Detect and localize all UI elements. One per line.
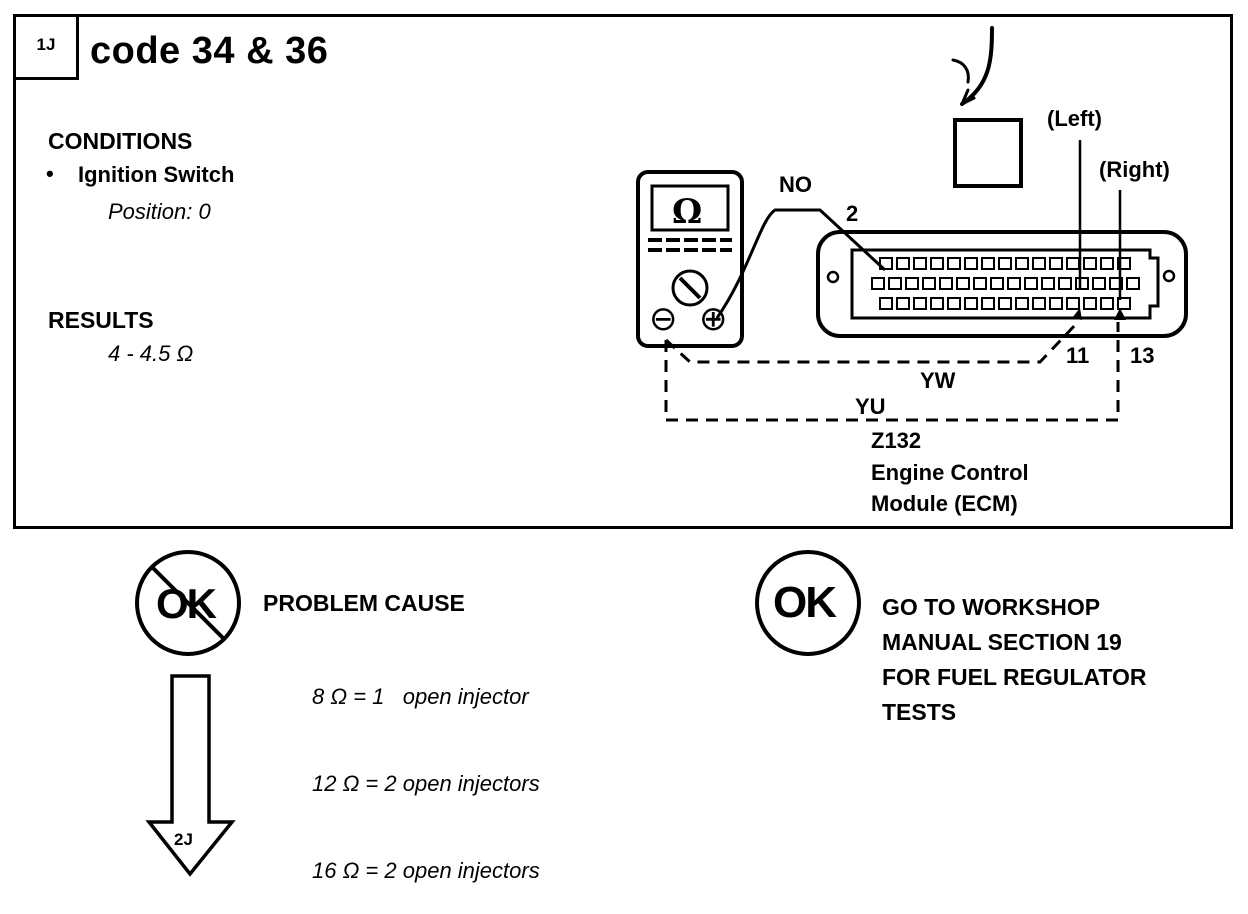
connector-pin [998, 297, 1012, 310]
not-ok-symbol-text: OK [156, 580, 217, 627]
wire-no-label: NO [779, 172, 812, 197]
multimeter [636, 170, 744, 348]
connector-pin [947, 297, 961, 310]
reference-square [953, 118, 1023, 188]
wire-yw [664, 320, 1080, 364]
connector-pin [1117, 257, 1131, 270]
connector-pin [1066, 297, 1080, 310]
ok-symbol-text: OK [773, 578, 837, 627]
connector-pin [1049, 297, 1063, 310]
not-ok-icon [135, 550, 241, 656]
connector-pin [1049, 257, 1063, 270]
connector-pin [1015, 257, 1029, 270]
connector-pin [990, 277, 1004, 290]
wire-no [715, 208, 887, 319]
connector-pin [1058, 277, 1072, 290]
connector-pin [1126, 277, 1140, 290]
component-name-line2: Module (ECM) [871, 491, 1018, 516]
pin-13-label: 13 [1130, 343, 1155, 368]
connector-pin [956, 277, 970, 290]
probe-positive-icon: ⊕ [699, 300, 728, 338]
conditions-bullet: • [46, 161, 54, 186]
connector-pin [1032, 297, 1046, 310]
connector-pin [1100, 297, 1114, 310]
connector-pin [922, 277, 936, 290]
connector-pin [964, 257, 978, 270]
ecm-connector [816, 230, 1188, 338]
connector-pin [930, 257, 944, 270]
connector-pin [1024, 277, 1038, 290]
connector-pin [1092, 277, 1106, 290]
connector-pin [913, 257, 927, 270]
problem-cause-heading: PROBLEM CAUSE [263, 590, 465, 616]
connector-pin [981, 297, 995, 310]
connector-pin [879, 297, 893, 310]
pin-2-label: 2 [846, 201, 859, 226]
step-id: 1J [36, 35, 56, 54]
wire-yu-label: YU [855, 394, 886, 419]
connector-pin [1100, 257, 1114, 270]
cause-item: 16 Ω = 2 open injectors [312, 858, 540, 883]
meter-symbol: Ω [672, 192, 703, 232]
connector-pin [1032, 257, 1046, 270]
down-arrow-icon [145, 674, 236, 877]
connector-pin [1007, 277, 1021, 290]
component-name-line1: Engine Control [871, 460, 1029, 485]
connector-pin [1083, 257, 1097, 270]
step-id-box: 1J [13, 14, 79, 80]
connector-pin [964, 297, 978, 310]
ok-line: TESTS [882, 699, 957, 725]
connector-pin [1015, 297, 1029, 310]
component-id: Z132 [871, 428, 922, 453]
connector-pin [896, 257, 910, 270]
connector-pin [930, 297, 944, 310]
wire-yu [664, 322, 1120, 422]
selector-knob-icon [671, 269, 709, 307]
connector-pin [1083, 297, 1097, 310]
pin-11-label: 11 [1066, 343, 1090, 368]
connector-pin [947, 257, 961, 270]
ok-instructions: GO TO WORKSHOP MANUAL SECTION 19 FOR FUE… [882, 590, 1147, 730]
connector-pin [888, 277, 902, 290]
left-label: (Left) [1047, 106, 1102, 131]
probe-negative-icon: ⊖ [649, 300, 678, 338]
ok-line: MANUAL SECTION 19 [882, 629, 1122, 655]
cause-item: 8 Ω = 1 open injector [312, 684, 529, 709]
connector-pin [1075, 277, 1089, 290]
conditions-item: Ignition Switch [78, 162, 235, 187]
wiring-diagram [135, 26, 1188, 877]
connector-pin [998, 257, 1012, 270]
results-value: 4 - 4.5 Ω [108, 341, 194, 366]
connector-pin [1041, 277, 1055, 290]
connector-pin [1109, 277, 1123, 290]
connector-pin [871, 277, 885, 290]
connector-pin [973, 277, 987, 290]
next-step-label: 2J [174, 830, 193, 849]
cause-item: 12 Ω = 2 open injectors [312, 771, 540, 796]
diagnostic-panel [13, 14, 1233, 529]
ok-line: GO TO WORKSHOP [882, 594, 1101, 620]
connector-pin [905, 277, 919, 290]
right-label: (Right) [1099, 157, 1170, 182]
problem-cause-list: 8 Ω = 1 open injector 12 Ω = 2 open inje… [312, 627, 540, 914]
connector-pin [896, 297, 910, 310]
connector-pin [1117, 297, 1131, 310]
hand-pointer-icon [951, 26, 994, 106]
connector-pin [939, 277, 953, 290]
connector-pin [981, 257, 995, 270]
page-title: code 34 & 36 [90, 30, 329, 72]
connector-pin [913, 297, 927, 310]
ok-icon [755, 550, 861, 656]
conditions-heading: CONDITIONS [48, 128, 193, 154]
conditions-detail: Position: 0 [108, 199, 211, 224]
ok-line: FOR FUEL REGULATOR [882, 664, 1147, 690]
results-heading: RESULTS [48, 307, 154, 333]
wire-yw-label: YW [920, 368, 956, 393]
